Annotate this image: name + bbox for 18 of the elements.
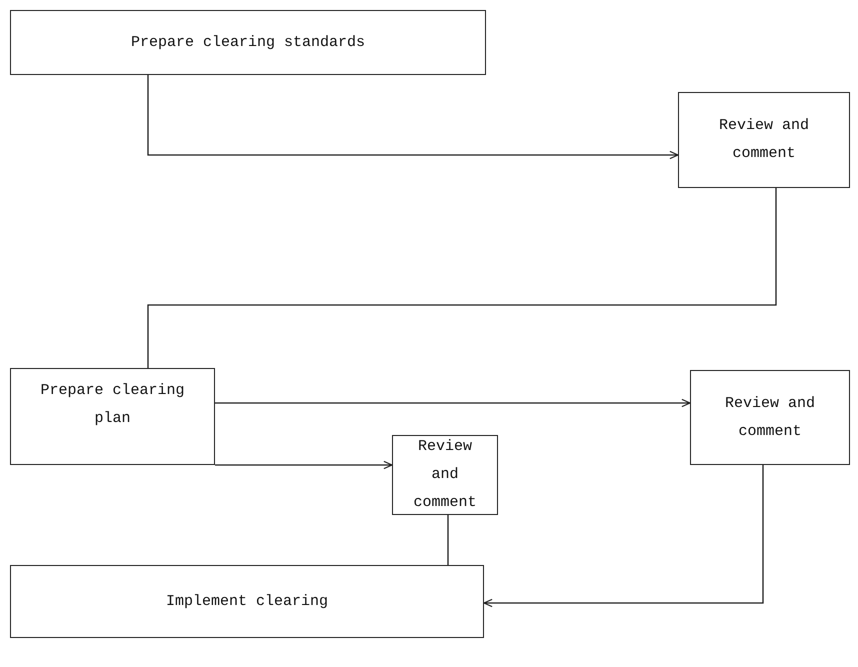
box-label: Review and comment — [724, 394, 816, 442]
arrow — [215, 398, 691, 408]
process-box — [10, 565, 484, 638]
process-box — [690, 370, 850, 465]
process-box — [10, 10, 486, 75]
connector-line — [147, 188, 777, 368]
box-label: Review and comment — [718, 116, 810, 164]
box-label: Prepare clearing standards — [130, 32, 366, 52]
process-box — [10, 368, 215, 465]
box-label: Review and comment — [412, 437, 478, 513]
process-box — [392, 435, 498, 515]
process-box — [678, 92, 850, 188]
arrow — [483, 465, 764, 608]
box-label: Implement clearing — [166, 592, 328, 612]
connector-line — [447, 515, 449, 565]
box-label: Prepare clearing plan — [39, 381, 186, 429]
arrow — [147, 75, 679, 160]
arrow — [215, 460, 393, 470]
